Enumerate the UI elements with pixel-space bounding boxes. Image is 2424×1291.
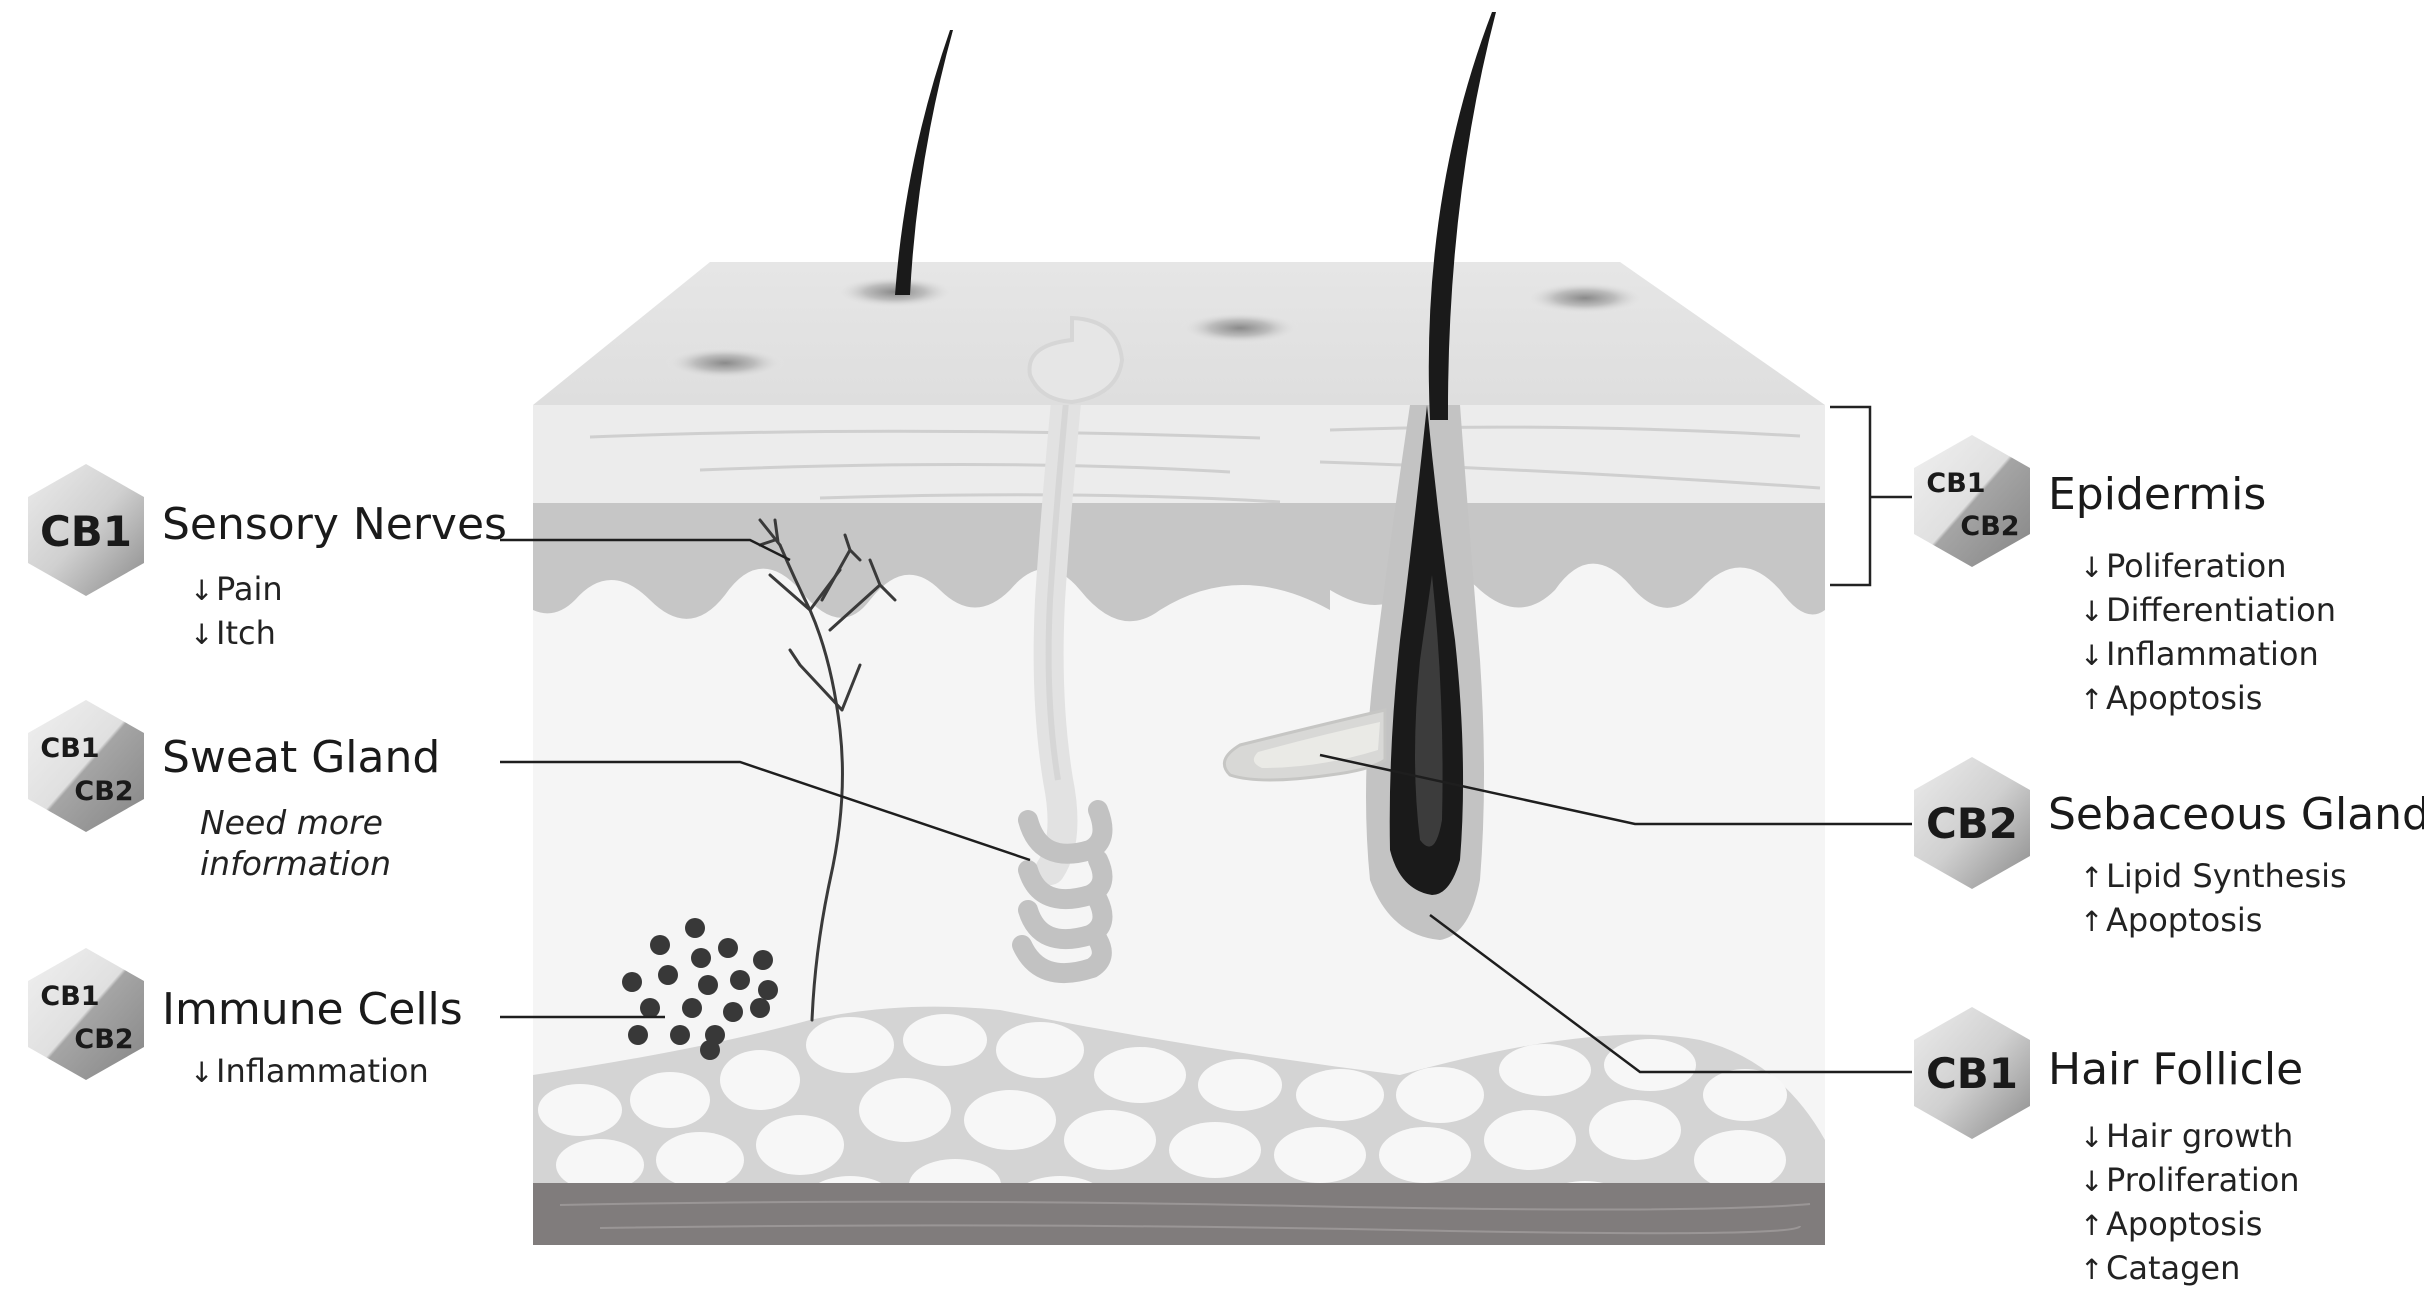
- effect-item: ↓Poliferation: [2080, 545, 2336, 589]
- label-epidermis: Epidermis: [2048, 470, 2266, 521]
- down-arrow-icon: ↓: [2080, 590, 2106, 633]
- badge-sweat-gland: CB1 CB2: [28, 700, 144, 832]
- down-arrow-icon: ↓: [190, 1051, 216, 1094]
- badge-text: CB2: [1926, 799, 2018, 848]
- up-arrow-icon: ↑: [2080, 1204, 2106, 1247]
- badge-hair-follicle: CB1: [1914, 1007, 2030, 1139]
- label-sensory-nerves: Sensory Nerves: [162, 500, 507, 551]
- badge-text: CB1: [40, 733, 99, 764]
- note-sweat-gland: Need more information: [200, 802, 391, 884]
- down-arrow-icon: ↓: [190, 613, 216, 656]
- label-immune-cells: Immune Cells: [162, 985, 463, 1036]
- effects-sebaceous-gland: ↑Lipid Synthesis ↑Apoptosis: [2080, 855, 2347, 943]
- effects-epidermis: ↓Poliferation ↓Differentiation ↓Inflamma…: [2080, 545, 2336, 721]
- badge-text: CB1: [1926, 1049, 2018, 1098]
- effect-item: ↓Proliferation: [2080, 1159, 2300, 1203]
- label-sebaceous-gland: Sebaceous Gland: [2048, 790, 2424, 841]
- down-arrow-icon: ↓: [190, 569, 216, 612]
- pore: [665, 347, 785, 379]
- badge-epidermis: CB1 CB2: [1914, 435, 2030, 567]
- effect-item: ↑Apoptosis: [2080, 1203, 2300, 1247]
- badge-text: CB1: [1926, 468, 1985, 499]
- stratum-corneum: [533, 405, 1825, 503]
- effect-item: ↓Itch: [190, 612, 283, 656]
- label-hair-follicle: Hair Follicle: [2048, 1045, 2303, 1096]
- down-arrow-icon: ↓: [2080, 546, 2106, 589]
- pore: [835, 276, 955, 308]
- effect-item: ↓Hair growth: [2080, 1115, 2300, 1159]
- effect-item: ↓Pain: [190, 568, 283, 612]
- badge-text: CB1: [40, 981, 99, 1012]
- fascia-layer: [533, 1183, 1825, 1245]
- effects-immune-cells: ↓Inflammation: [190, 1050, 429, 1094]
- effect-item: ↓Inflammation: [2080, 633, 2336, 677]
- pore: [1180, 312, 1300, 344]
- note-line: Need more: [200, 802, 391, 843]
- effect-item: ↑Lipid Synthesis: [2080, 855, 2347, 899]
- badge-text: CB2: [74, 1024, 133, 1055]
- up-arrow-icon: ↑: [2080, 678, 2106, 721]
- skin-surface: [533, 262, 1825, 405]
- badge-text: CB2: [1960, 511, 2019, 542]
- effects-hair-follicle: ↓Hair growth ↓Proliferation ↑Apoptosis ↑…: [2080, 1115, 2300, 1291]
- effect-item: ↓Differentiation: [2080, 589, 2336, 633]
- effect-item: ↑Apoptosis: [2080, 677, 2336, 721]
- effect-item: ↓Inflammation: [190, 1050, 429, 1094]
- effect-item: ↑Apoptosis: [2080, 899, 2347, 943]
- badge-immune-cells: CB1 CB2: [28, 948, 144, 1080]
- badge-sebaceous-gland: CB2: [1914, 757, 2030, 889]
- label-sweat-gland: Sweat Gland: [162, 733, 440, 784]
- effects-sensory-nerves: ↓Pain ↓Itch: [190, 568, 283, 656]
- down-arrow-icon: ↓: [2080, 1160, 2106, 1203]
- note-line: information: [200, 843, 391, 884]
- badge-text: CB2: [74, 776, 133, 807]
- epidermis-bracket: [1830, 407, 1912, 585]
- badge-sensory-nerves: CB1: [28, 464, 144, 596]
- down-arrow-icon: ↓: [2080, 1116, 2106, 1159]
- up-arrow-icon: ↑: [2080, 900, 2106, 943]
- down-arrow-icon: ↓: [2080, 634, 2106, 677]
- up-arrow-icon: ↑: [2080, 1248, 2106, 1291]
- hair-shaft-left: [895, 30, 953, 295]
- up-arrow-icon: ↑: [2080, 856, 2106, 899]
- pore: [1525, 282, 1645, 314]
- effect-item: ↑Catagen: [2080, 1247, 2300, 1291]
- badge-text: CB1: [40, 507, 132, 556]
